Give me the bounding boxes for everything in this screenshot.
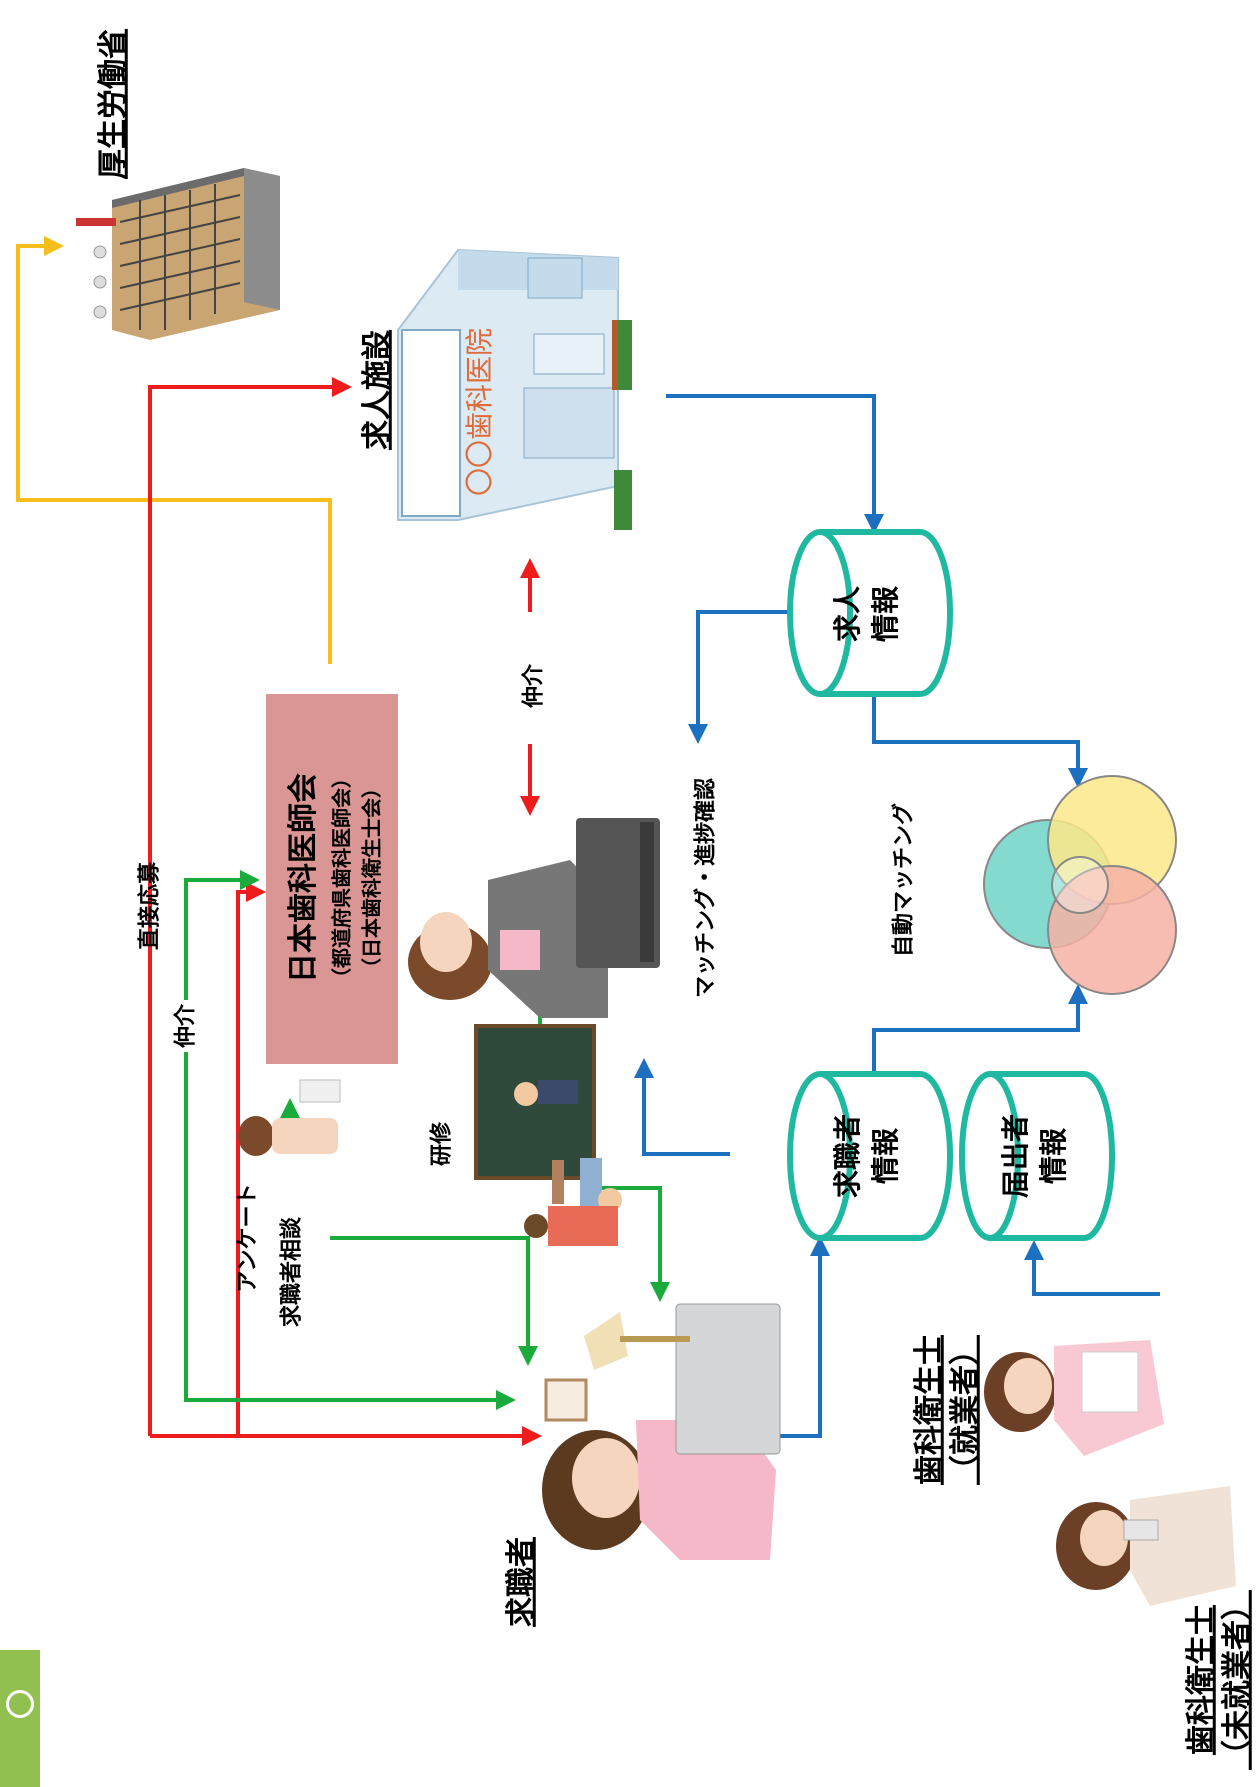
arrow-seeker-to-db [764, 1236, 830, 1438]
corner-badge [0, 1650, 40, 1787]
db-reports-label-1: 届出者 [998, 1113, 1032, 1199]
db-report-info [959, 1071, 1115, 1241]
jda-sub1-label: （都道府県歯科医師会） [329, 768, 354, 988]
arrow-consult [330, 1236, 538, 1366]
training-label: 研修 [429, 1121, 455, 1167]
arrow-survey-to-jda [236, 882, 266, 1436]
arrow-jobs-to-coordinator [688, 610, 790, 744]
survey-label: アンケート [235, 1183, 261, 1293]
matching-progress-label: マッチング・進捗確認 [693, 777, 719, 999]
auto-matching-venn [983, 775, 1177, 995]
auto-matching-label: 自動マッチング [891, 802, 917, 958]
jda-main-label: 日本歯科医師会 [285, 773, 321, 983]
mediation-left-label: 仲介 [173, 1003, 199, 1049]
arrow-hygienist-to-db [1024, 1240, 1160, 1296]
hygienist-unemployed-person-icon [1056, 1486, 1236, 1606]
db-seekers-label-2: 情報 [868, 1127, 902, 1185]
arrow-mediation-to-seeker [184, 1052, 516, 1410]
db-reports-label-2: 情報 [1036, 1127, 1070, 1185]
arrow-mediation-jda-seeker [184, 870, 260, 1000]
mhlw-building-icon [76, 168, 280, 340]
survey-person-icon [238, 1079, 341, 1156]
job-seeker-person-icon [542, 1303, 781, 1560]
db-seekers-label-1: 求職者 [830, 1113, 864, 1199]
db-jobs-label-2: 情報 [868, 585, 902, 643]
hygienist-unemployed-label-1: 歯科衛生士 [1183, 1605, 1219, 1755]
clinic-building-icon [397, 248, 632, 530]
db-jobs-label-1: 求人 [830, 585, 864, 643]
hygienist-employed-label-2: （就業者） [947, 1335, 983, 1485]
hygienist-unemployed-label-2: （未就業者） [1219, 1590, 1255, 1770]
facility-label: 求人施設 [359, 330, 395, 450]
job-seeker-label: 求職者 [503, 1537, 539, 1627]
jda-sub2-label: （日本歯科衛生士会） [359, 778, 384, 978]
db-seeker-info [787, 1071, 953, 1241]
direct-application-label: 直接応募 [137, 861, 163, 951]
clinic-sign: 〇〇歯科医院 [462, 327, 496, 497]
arrow-jobs-to-venn [872, 694, 1088, 788]
arrow-to-mhlw [16, 236, 332, 664]
arrow-training-seeker [600, 1186, 670, 1302]
hygienist-employed-person-icon [984, 1340, 1164, 1456]
consult-label: 求職者相談 [279, 1216, 305, 1328]
jda-box [266, 694, 398, 1064]
training-scene-icon [474, 1024, 622, 1246]
mediation-top-label: 仲介 [521, 663, 547, 709]
arrow-seekers-to-venn [872, 984, 1088, 1072]
db-job-info [787, 529, 953, 697]
coordinator-person-icon [408, 818, 660, 1018]
refresh-icon [6, 1690, 34, 1718]
hygienist-employed-label-1: 歯科衛生士 [911, 1335, 947, 1485]
arrow-direct-application-facility [148, 377, 352, 1436]
mhlw-label: 厚生労働省 [95, 29, 131, 179]
arrow-seekers-to-coordinator [634, 1058, 730, 1156]
arrow-facility-to-jobs [666, 394, 884, 534]
